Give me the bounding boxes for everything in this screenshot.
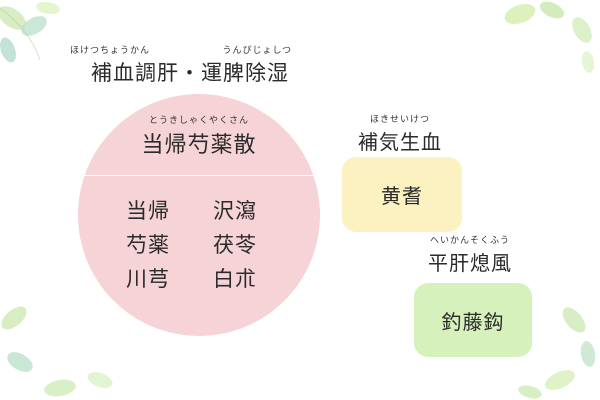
herb-item: 茯苓 — [213, 233, 257, 257]
qi-herb-box: 黄耆 — [342, 157, 462, 232]
wind-group-label: 平肝熄風 — [428, 251, 512, 275]
title-text: 補血調肝・運脾除湿 — [91, 61, 289, 85]
herb-item: 当帰 — [126, 199, 170, 223]
qi-group-label: 補気生血 — [358, 130, 442, 154]
herb-item: 川芎 — [126, 267, 170, 291]
wind-herb-box: 釣藤鈎 — [414, 283, 532, 357]
leaf-decoration-top-left — [0, 1, 60, 63]
title-reading: ほけつちょうかん うんぴじょしつ — [70, 46, 310, 57]
formula-header: とうきしゃくやくさん 当帰芍薬散 — [78, 116, 320, 159]
diagram-title: ほけつちょうかん うんぴじょしつ 補血調肝・運脾除湿 — [70, 46, 310, 87]
qi-group-heading: ほきせいけつ 補気生血 — [347, 115, 453, 155]
herb-item: 芍薬 — [126, 233, 170, 257]
herb-grid: 当帰 沢瀉 芍薬 茯苓 川芎 白朮 — [126, 196, 276, 294]
wind-group-heading: へいかんそくふう 平肝熄風 — [415, 236, 525, 276]
formula-reading: とうきしゃくやくさん — [148, 116, 249, 126]
herb-item: 白朮 — [213, 267, 257, 291]
leaf-decoration-bottom-right — [518, 307, 596, 399]
leaf-decoration-bottom-left — [1, 306, 113, 397]
title-reading-left: ほけつちょうかん — [70, 46, 151, 56]
formula-divider — [78, 175, 320, 176]
formula-circle: とうきしゃくやくさん 当帰芍薬散 当帰 沢瀉 芍薬 茯苓 川芎 白朮 — [78, 94, 320, 336]
wind-group-reading: へいかんそくふう — [429, 236, 510, 246]
leaf-decoration-top-right — [504, 1, 595, 73]
title-reading-right: うんぴじょしつ — [222, 46, 292, 56]
herb-item: 沢瀉 — [213, 199, 257, 223]
qi-group-reading: ほきせいけつ — [369, 115, 430, 125]
formula-name: 当帰芍薬散 — [141, 133, 257, 158]
